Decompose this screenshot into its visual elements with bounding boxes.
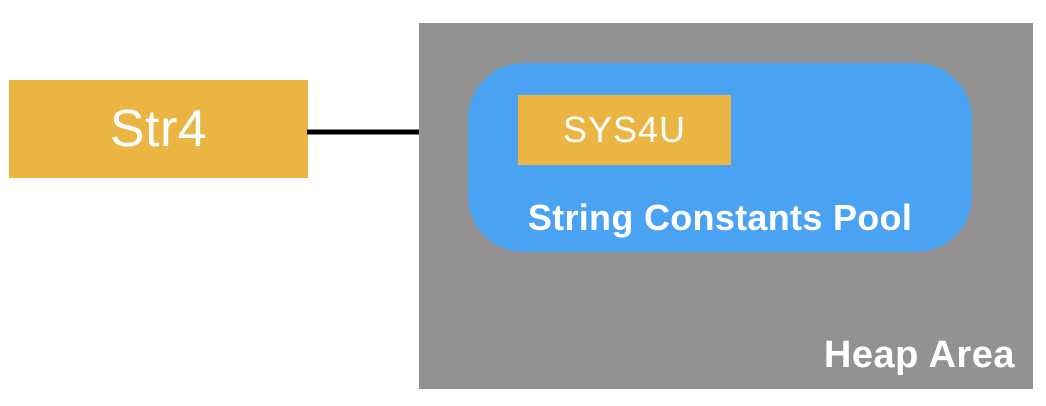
heap-area-label: Heap Area bbox=[823, 334, 1015, 376]
string-constants-pool-region: SYS4U String Constants Pool bbox=[468, 63, 972, 252]
string-object-label: SYS4U bbox=[562, 109, 687, 150]
variable-box-label: Str4 bbox=[109, 100, 208, 158]
string-object-box: SYS4U bbox=[518, 95, 731, 165]
variable-box-str4: Str4 bbox=[9, 80, 308, 178]
heap-area-region: SYS4U String Constants Pool Heap Area bbox=[419, 23, 1033, 389]
string-constants-pool-label: String Constants Pool bbox=[527, 197, 913, 238]
